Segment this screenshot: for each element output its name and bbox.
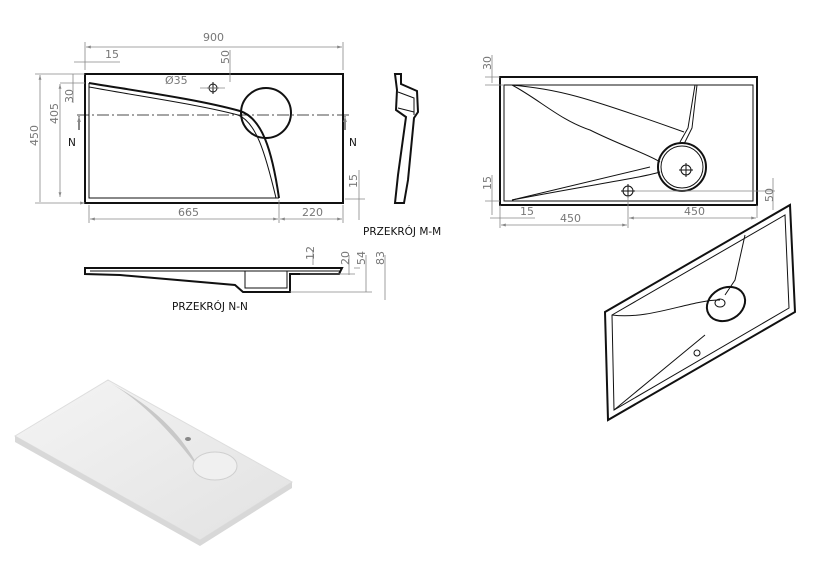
dim-depth: 450 (28, 125, 41, 146)
section-mm-label: PRZEKRÓJ M-M (363, 225, 441, 238)
drain-bowl (240, 87, 292, 139)
dim-nn-12: 12 (304, 246, 317, 260)
basin-channel (88, 82, 280, 199)
section-nn: 12 20 54 83 PRZEKRÓJ N-N (84, 246, 387, 313)
dim-bottom-offset: 15 (347, 174, 360, 188)
dim-inner-depth: 405 (48, 103, 61, 124)
dim-hole-offset: 50 (219, 50, 232, 64)
section-nn-label: PRZEKRÓJ N-N (172, 300, 248, 313)
dim-bottom-hole-x: 450 (560, 212, 581, 225)
dim-bottom-bottom-offset: 15 (481, 176, 494, 190)
render-3d (14, 379, 293, 546)
dim-nn-54: 54 (355, 251, 368, 265)
dim-width: 900 (203, 31, 224, 44)
dim-top-offset: 30 (63, 89, 76, 103)
section-mm: PRZEKRÓJ M-M (363, 73, 441, 238)
top-view: N N 900 15 50 Ø35 30 450 405 15 665 220 (28, 31, 365, 223)
dim-left-edge: 15 (105, 48, 119, 61)
dim-nn-20: 20 (339, 251, 352, 265)
dim-left-length: 665 (178, 206, 199, 219)
section-marker-left: N (68, 137, 76, 149)
dim-bottom-right-length: 450 (684, 205, 705, 218)
dim-bottom-top-offset: 30 (481, 56, 494, 70)
dim-bottom-hole-offset: 50 (763, 188, 776, 202)
dim-right-length: 220 (302, 206, 323, 219)
dim-bottom-left-edge: 15 (520, 205, 534, 218)
isometric-view (603, 203, 797, 422)
dim-nn-83: 83 (374, 251, 387, 265)
section-marker-right: N (349, 137, 357, 149)
dim-hole-diameter: Ø35 (165, 74, 188, 87)
bottom-view: 30 15 15 450 450 50 (481, 55, 776, 228)
